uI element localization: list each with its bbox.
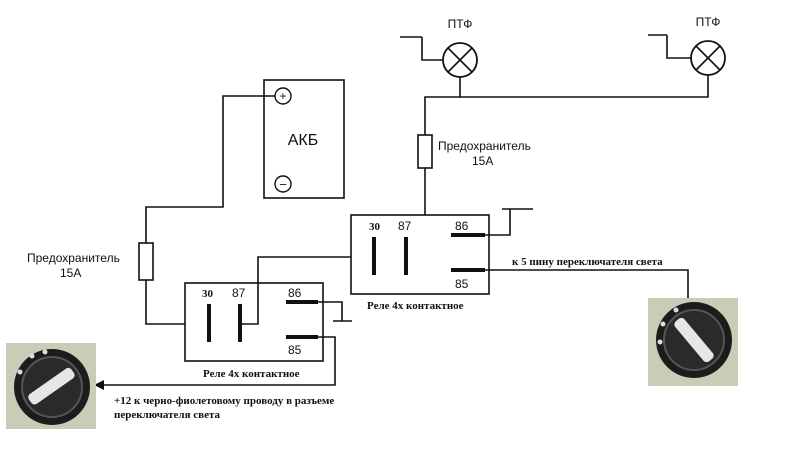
battery-minus: −: [279, 177, 287, 192]
relay-1: 30 87 86 85 Реле 4х контактное: [184, 282, 324, 380]
fuse-icon: [138, 242, 154, 281]
ground-wire: [666, 35, 691, 59]
relay2-86-ground-wire: [485, 209, 511, 236]
fuse-icon: [417, 134, 433, 169]
fuse-1-label-line2: 15А: [60, 266, 81, 280]
fuse-1: Предохранитель 15А: [27, 242, 154, 281]
fuse-2-label-line2: 15А: [472, 154, 493, 168]
minus-terminal-icon: [274, 175, 292, 193]
note-switch-pin5: к 5 пину переключателя света: [512, 256, 663, 268]
battery-label: АКБ: [288, 132, 319, 149]
battery-to-fuse1-wire: [145, 95, 275, 243]
note-plus12-line2: переключателя света: [114, 409, 221, 421]
battery: + − АКБ: [263, 79, 345, 199]
relay1-86-ground-wire: [318, 301, 343, 321]
relay-1-pin-86: 86: [288, 286, 302, 300]
relay-1-pin-87: 87: [232, 286, 246, 300]
switch-knob: [28, 367, 75, 405]
lamps-feed-wire: [459, 75, 709, 98]
fog-lamp-2: ПТФ: [648, 15, 726, 76]
fog-lamp-1: ПТФ: [400, 17, 478, 78]
fog-lamp-2-label: ПТФ: [696, 15, 721, 29]
relay-2-caption: Реле 4х контактное: [367, 300, 464, 312]
arrow-icon: [94, 380, 104, 390]
lamps-to-fuse2-wire: [424, 96, 460, 135]
relay-2: 30 87 86 85 Реле 4х контактное: [350, 214, 490, 312]
relay-1-caption: Реле 4х контактное: [203, 368, 300, 380]
battery-plus: +: [279, 89, 286, 103]
fog-lamp-1-label: ПТФ: [448, 17, 473, 31]
light-switch-right: [648, 298, 738, 386]
relay-2-pin-85: 85: [455, 277, 469, 291]
relay-1-pin-30: 30: [202, 288, 214, 300]
relay2-85-to-switch-wire: [485, 269, 689, 298]
relay1-85-to-plus12-wire: [100, 336, 336, 386]
note-plus12-line1: +12 к черно-фиолетовому проводу в разъем…: [114, 395, 334, 407]
fuse-2-label-line1: Предохранитель: [438, 139, 531, 153]
relay1-87-to-relay2-30-wire: [240, 256, 372, 325]
relay-2-pin-87: 87: [398, 219, 412, 233]
light-switch-left: [6, 343, 96, 429]
relay-2-pin-86: 86: [455, 219, 469, 233]
ground-wire: [421, 37, 443, 61]
fuse-2: Предохранитель 15А: [417, 134, 531, 169]
relay-1-pin-85: 85: [288, 343, 302, 357]
fuse-1-label-line1: Предохранитель: [27, 251, 120, 265]
switch-knob: [674, 317, 714, 363]
relay-2-pin-30: 30: [369, 221, 381, 233]
